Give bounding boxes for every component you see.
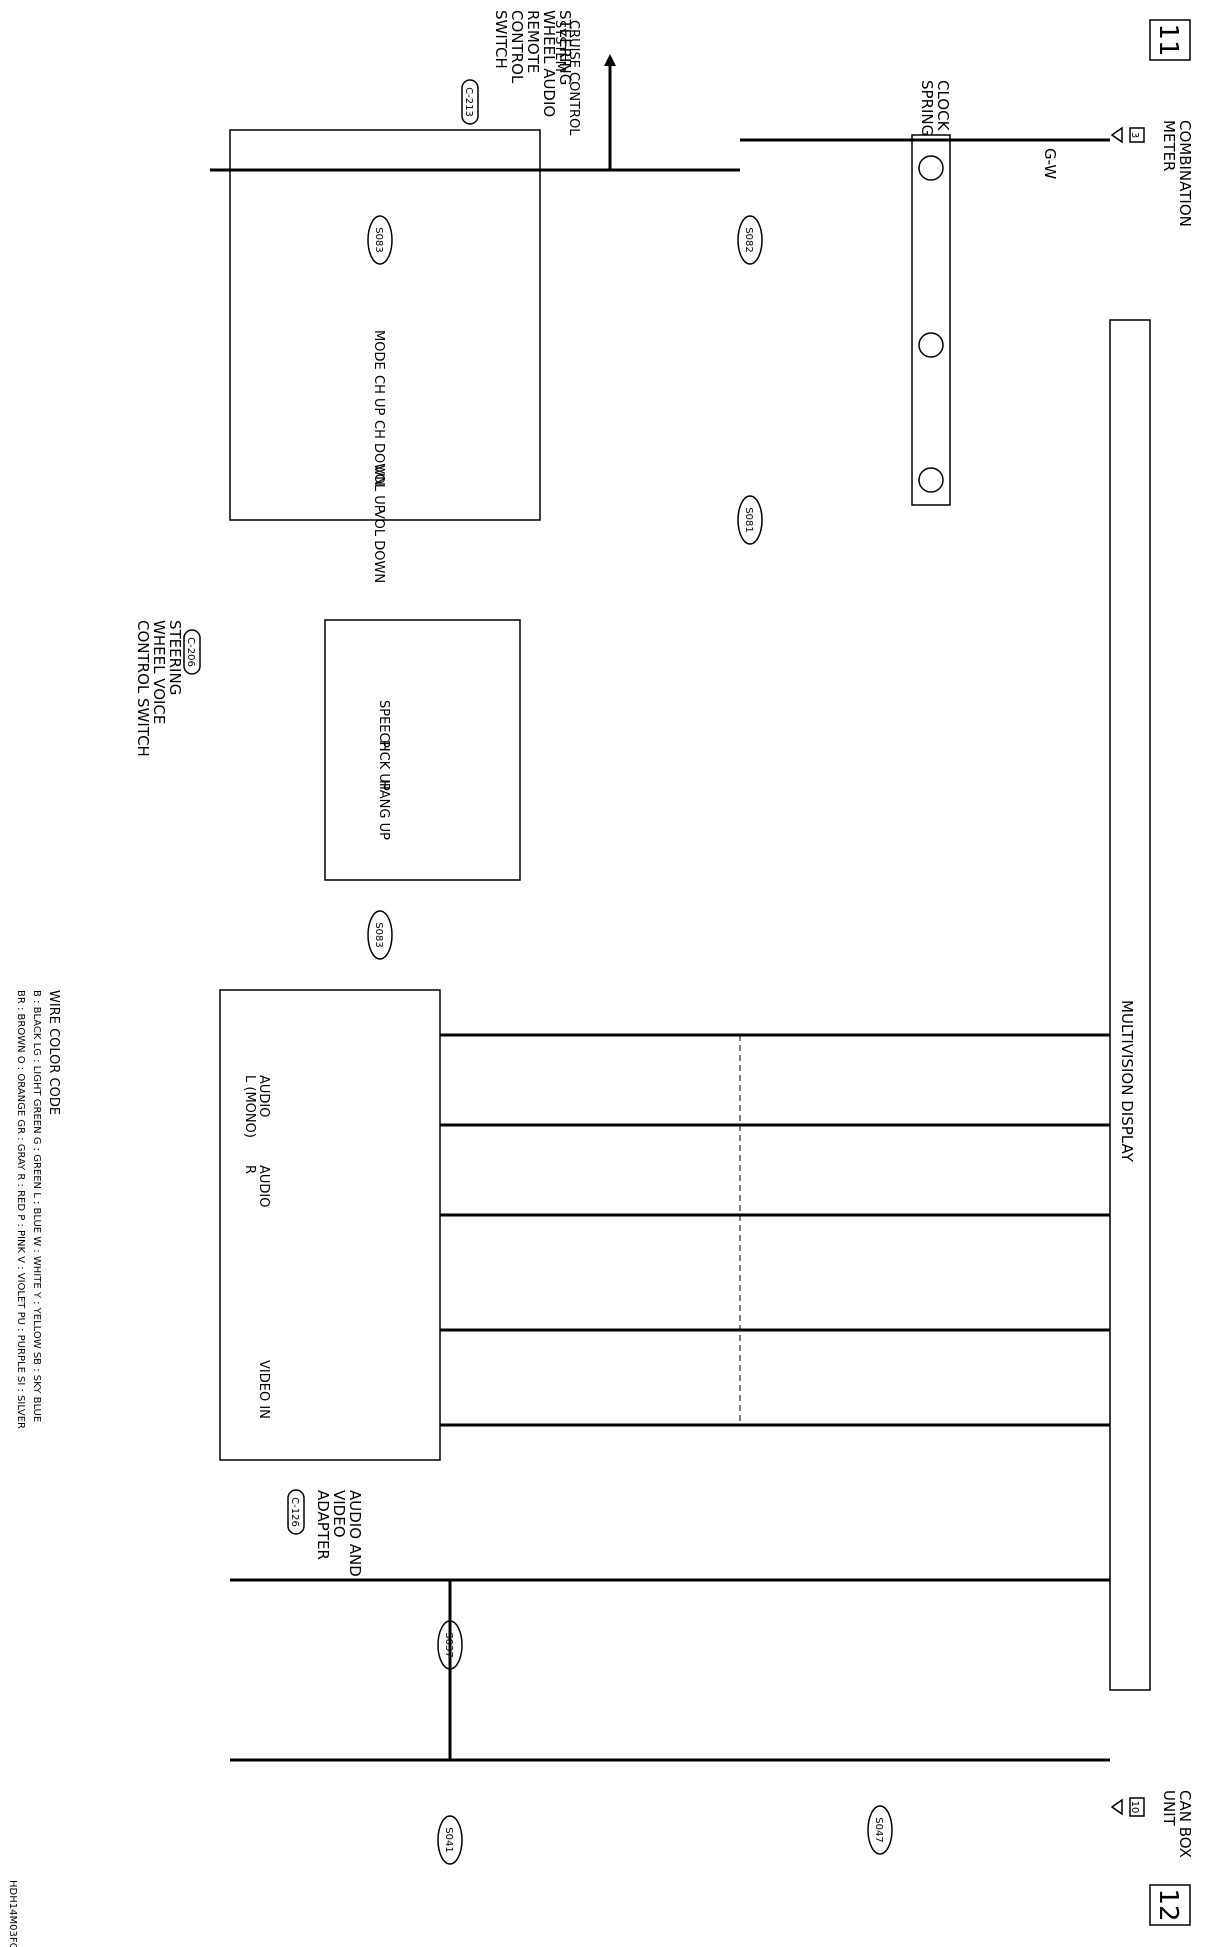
cruise-control-line1: CRUISE CONTROL [566,20,581,136]
legend-line2: BR : BROWN O : ORANGE GR : GRAY R : RED … [15,990,26,1429]
audio-switch-line2: WHEEL AUDIO [540,10,558,117]
page-code: HDH14M03FC [7,1880,18,1947]
splice-s047-label: S047 [873,1817,884,1842]
clock-spring-coil-3 [918,467,944,493]
av-adapter-line2: VIDEO [330,1490,348,1538]
switch-hang-up: HANG UP [376,780,391,840]
legend-line1: B : BLACK LG : LIGHT GREEN G : GREEN L :… [31,990,42,1422]
audio-switch-line3: REMOTE [524,10,542,73]
splice-s041-label: S041 [443,1827,454,1852]
combination-meter-line1: COMBINATION [1176,120,1194,227]
cruise-control-label: CRUISE CONTROL SYSTEM [552,20,581,140]
switch-mode: MODE [371,330,386,370]
voice-switch-line3: CONTROL SWITCH [134,620,152,757]
av-adapter-line3: ADAPTER [314,1490,332,1560]
combination-meter-label: COMBINATION METER [1160,120,1194,232]
switch-vol-down: VOL DOWN [371,510,386,583]
voice-switch-conn-box [183,629,201,675]
splice-s041 [437,1815,463,1865]
voice-switch-label: STEERING WHEEL VOICE CONTROL SWITCH [134,620,184,757]
voice-switch-box [324,619,521,881]
switch-pick-up: PICK UP [376,740,391,791]
legend: WIRE COLOR CODE B : BLACK LG : LIGHT GRE… [15,990,61,1429]
audio-r-line2: R [242,1165,257,1174]
audio-switch-buttons: MODE CH UP CH DOWN VOL UP VOL DOWN [371,330,386,583]
splice-s083-b [367,910,393,960]
right-page-number: 12 [1153,1888,1183,1921]
splice-s037 [437,1620,463,1670]
legend-title: WIRE COLOR CODE [46,990,61,1115]
combination-meter: COMBINATION METER 3 [1110,120,1194,232]
left-page-number: 11 [1153,23,1183,56]
av-adapter-conn-box [287,1489,305,1535]
av-wires [440,1033,1110,1427]
audio-switch-label: STEERING WHEEL AUDIO REMOTE CONTROL SWIT… [492,10,574,122]
cruise-control-line2: SYSTEM [552,20,567,72]
can-box-label: CAN BOX UNIT [1160,1790,1194,1863]
combination-meter-pin-box [1129,127,1145,143]
clock-spring-box [911,134,951,506]
switch-speech: SPEECH [376,700,391,751]
voice-switch-buttons: SPEECH PICK UP HANG UP [376,700,391,840]
av-adapter-conn: C-126 [289,1497,300,1527]
voice-switch-line2: WHEEL VOICE [150,620,168,724]
can-box-pin: 10 [1129,1801,1140,1814]
audio-switch-line1: STEERING [556,10,574,85]
audio-switch-box [229,129,541,521]
clock-spring-coil-1 [918,155,944,181]
clock-spring-coil-2 [918,332,944,358]
splice-s037-label: S037 [443,1632,454,1657]
audio-switch-line5: SWITCH [492,10,510,69]
clock-spring-line2: SPRING [918,80,936,136]
can-box-line1: CAN BOX [1176,1790,1194,1858]
audio-r-label: AUDIO R [242,1165,271,1212]
wire-gw-label: G-W [1041,148,1059,179]
splice-s082 [737,215,763,265]
can-box-pin-triangle [1110,1798,1123,1816]
splice-s081-label: S081 [743,507,754,532]
multivision-display-box [1109,319,1151,1691]
audio-r-line1: AUDIO [256,1165,271,1208]
combination-meter-pin: 3 [1129,132,1140,138]
clock-spring-label: CLOCK SPRING [918,80,952,136]
av-adapter-line1: AUDIO AND [346,1490,364,1577]
voice-switch-conn: C-206 [185,637,196,667]
page-box-left [1149,19,1191,61]
can-box-line2: UNIT [1160,1790,1178,1827]
audio-l-label: AUDIO L (MONO) [242,1075,271,1138]
audio-switch-conn-box [461,79,479,125]
multivision-display-label: MULTIVISION DISPLAY [1118,1000,1136,1163]
splice-s083-b-label: S083 [373,922,384,947]
video-in-label: VIDEO IN [256,1360,271,1419]
audio-switch-line4: CONTROL [508,10,526,84]
can-box-unit: CAN BOX UNIT 10 [1110,1790,1194,1863]
switch-ch-up: CH UP [371,375,386,416]
switch-ch-down: CH DOWN [371,420,386,486]
combination-meter-pin-triangle [1110,126,1123,144]
voice-switch-line1: STEERING [166,620,184,695]
splice-s081 [737,495,763,545]
can-box-pin-box [1129,1797,1145,1817]
rotated-diagram: 11 12 COMBINATION METER 3 CAN BOX UNIT 1… [7,10,1194,1947]
combination-meter-line2: METER [1160,120,1178,171]
av-adapter-box [219,989,441,1461]
cruise-arrow [604,54,616,66]
audio-switch-conn: C-213 [463,87,474,117]
splice-s083-a-label: S083 [373,227,384,252]
page-box-right [1149,1884,1191,1926]
audio-l-line1: AUDIO [256,1075,271,1118]
splices: S083 S082 S081 S083 S037 S041 S047 [367,215,893,1865]
switch-vol-up: VOL UP [371,465,386,513]
clock-spring: CLOCK SPRING [911,80,952,506]
av-adapter-label: AUDIO AND VIDEO ADAPTER [314,1490,364,1582]
splice-s047 [867,1805,893,1855]
splice-s082-label: S082 [743,227,754,252]
clock-spring-line1: CLOCK [934,80,952,132]
splice-s083-a [367,215,393,265]
audio-l-line2: L (MONO) [242,1075,257,1138]
